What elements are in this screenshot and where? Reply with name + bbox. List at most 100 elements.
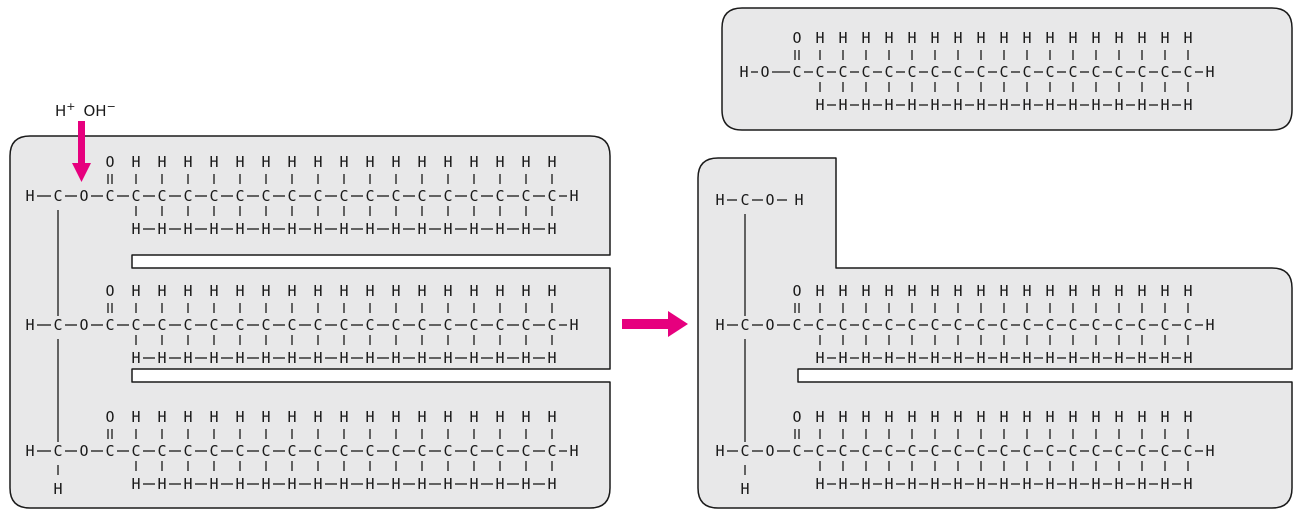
carbon-atom: C xyxy=(861,316,870,334)
hydrogen-atom: H xyxy=(976,29,985,47)
hydrogen-atom: H xyxy=(907,29,916,47)
reagent-oh-charge: − xyxy=(107,100,116,113)
hydrogen-atom: H xyxy=(469,220,478,238)
hydrogen-atom: H xyxy=(815,408,824,426)
hydrogen-atom: H xyxy=(521,475,530,493)
carbon-atom: C xyxy=(313,187,322,205)
hydrogen-atom: H xyxy=(1091,96,1100,114)
terminal-hydrogen: H xyxy=(569,316,578,334)
hydrogen-atom: H xyxy=(495,220,504,238)
acid-oxygen: O xyxy=(760,63,769,81)
hydrogen-atom: H xyxy=(838,475,847,493)
hydrogen-atom: H xyxy=(976,349,985,367)
hydrogen-atom: H xyxy=(443,475,452,493)
carbon-atom: C xyxy=(183,316,192,334)
carbon-atom: C xyxy=(339,187,348,205)
carbon-atom: C xyxy=(1091,63,1100,81)
hydrogen-atom: H xyxy=(183,475,192,493)
hydrogen-atom: H xyxy=(287,349,296,367)
hydrogen-atom: H xyxy=(365,349,374,367)
hydrogen-atom: H xyxy=(521,153,530,171)
hydrogen-atom: H xyxy=(495,153,504,171)
hydrogen-atom: H xyxy=(287,220,296,238)
carbon-atom: C xyxy=(365,316,374,334)
carbon-atom: C xyxy=(1160,316,1169,334)
carbon-atom: C xyxy=(183,442,192,460)
carbon-atom: C xyxy=(884,316,893,334)
hydrogen-atom: H xyxy=(287,282,296,300)
reagent-label: H+OH− xyxy=(55,100,116,120)
carbon-atom: C xyxy=(1137,442,1146,460)
hydrogen-atom: H xyxy=(1160,282,1169,300)
hydrogen-atom: H xyxy=(25,442,34,460)
hydrogen-atom: H xyxy=(495,282,504,300)
hydrogen-atom: H xyxy=(287,153,296,171)
hydrogen-atom: H xyxy=(1137,349,1146,367)
hydrogen-atom: H xyxy=(953,29,962,47)
carbonyl-oxygen: O xyxy=(792,29,801,47)
hydrogen-atom: H xyxy=(417,349,426,367)
hydrogen-atom: H xyxy=(999,96,1008,114)
carbon-atom: C xyxy=(930,442,939,460)
hydrogen-atom: H xyxy=(157,408,166,426)
hydrogen-atom: H xyxy=(861,282,870,300)
hydrogen-atom: H xyxy=(365,220,374,238)
hydrogen-atom: H xyxy=(131,475,140,493)
hydrogen-atom: H xyxy=(1114,408,1123,426)
carbon-atom: C xyxy=(261,442,270,460)
hydrogen-atom: H xyxy=(417,408,426,426)
hydrogen-atom: H xyxy=(25,187,34,205)
hydrogen-atom: H xyxy=(884,349,893,367)
carbonyl-carbon: C xyxy=(792,63,801,81)
hydrogen-atom: H xyxy=(261,408,270,426)
hydrogen-atom: H xyxy=(339,220,348,238)
hydrogen-atom: H xyxy=(1183,475,1192,493)
hydrogen-atom: H xyxy=(815,349,824,367)
ester-oxygen: O xyxy=(79,187,88,205)
hydrogen-atom: H xyxy=(287,475,296,493)
carbon-atom: C xyxy=(365,442,374,460)
carbon-atom: C xyxy=(999,316,1008,334)
carbon-atom: C xyxy=(930,316,939,334)
glycerol-carbon: C xyxy=(53,187,62,205)
hydrogen-atom: H xyxy=(521,349,530,367)
hydrogen-atom: H xyxy=(1022,282,1031,300)
carbon-atom: C xyxy=(838,316,847,334)
hydrogen-atom: H xyxy=(469,475,478,493)
carbon-atom: C xyxy=(131,442,140,460)
hydrogen-atom: H xyxy=(1183,282,1192,300)
hydrogen-atom: H xyxy=(838,29,847,47)
carbon-atom: C xyxy=(417,442,426,460)
carbon-atom: C xyxy=(339,316,348,334)
carbon-atom: C xyxy=(1045,316,1054,334)
hydrogen-atom: H xyxy=(183,349,192,367)
hydrogen-atom: H xyxy=(1091,29,1100,47)
hydrogen-atom: H xyxy=(861,29,870,47)
carbon-atom: C xyxy=(907,316,916,334)
hydrogen-atom: H xyxy=(1022,349,1031,367)
hydrogen-atom: H xyxy=(1137,29,1146,47)
carbon-atom: C xyxy=(235,187,244,205)
hydrogen-atom: H xyxy=(1160,29,1169,47)
hydrogen-atom: H xyxy=(261,153,270,171)
carbon-atom: C xyxy=(131,187,140,205)
hydrogen-atom: H xyxy=(183,408,192,426)
carbon-atom: C xyxy=(495,187,504,205)
hydrogen-atom: H xyxy=(930,475,939,493)
hydrogen-atom: H xyxy=(547,220,556,238)
carbonyl-carbon: C xyxy=(792,442,801,460)
hydrogen-atom: H xyxy=(1045,475,1054,493)
hydrogen-atom: H xyxy=(907,282,916,300)
hydrogen-atom: H xyxy=(1160,349,1169,367)
ester-oxygen: O xyxy=(79,442,88,460)
hydrogen-atom: H xyxy=(715,316,724,334)
carbonyl-carbon: C xyxy=(792,316,801,334)
hydrogen-atom: H xyxy=(1183,408,1192,426)
hydrogen-atom: H xyxy=(930,282,939,300)
hydrogen-atom: H xyxy=(930,29,939,47)
hydrogen-atom: H xyxy=(235,153,244,171)
terminal-hydrogen: H xyxy=(569,442,578,460)
hydrogen-atom: H xyxy=(1183,96,1192,114)
